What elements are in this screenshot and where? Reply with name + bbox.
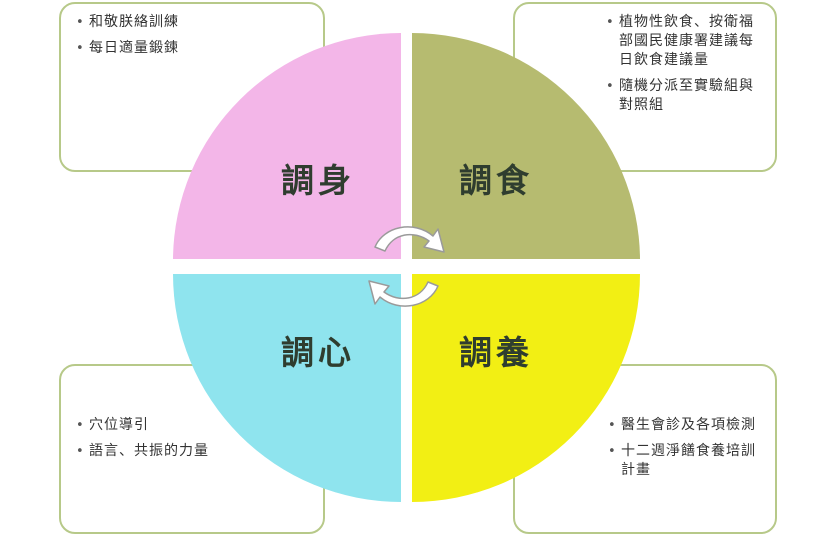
quadrant-label-bottom-right: 調養 [459,333,533,372]
curved-arrow-bottom-icon [368,280,439,307]
quadrant-label-top-left: 調身 [281,161,355,200]
bullet-item: 隨機分派至實驗組與對照組 [603,77,765,115]
bullet-item: 穴位導引 [73,416,313,435]
bullet-list: 穴位導引 語言、共振的力量 [73,416,313,461]
bullet-item: 每日適量鍛鍊 [73,39,313,58]
circular-arrows-icon [368,226,445,307]
bullet-list: 和敬朕絡訓練 每日適量鍛鍊 [73,13,313,58]
bullet-list: 醫生會診及各項檢測 十二週淨饍食養培訓計畫 [605,416,765,480]
quadrant-label-top-right: 調食 [459,161,533,200]
quadrant-label-bottom-left: 調心 [281,333,355,372]
bullet-item: 醫生會診及各項檢測 [605,416,765,435]
quadrant-bottom-left [173,274,401,502]
bullet-item: 植物性飲食、按衛福部國民健康署建議每日飲食建議量 [603,13,765,70]
bullet-item: 語言、共振的力量 [73,442,313,461]
bullet-item: 十二週淨饍食養培訓計畫 [605,442,765,480]
quadrant-top-right [412,33,640,259]
quadrant-bottom-right [412,274,640,502]
bullet-item: 和敬朕絡訓練 [73,13,313,32]
quadrant-top-left [173,33,401,259]
bullet-list: 植物性飲食、按衛福部國民健康署建議每日飲食建議量 隨機分派至實驗組與對照組 [603,13,765,115]
curved-arrow-top-icon [374,226,445,253]
